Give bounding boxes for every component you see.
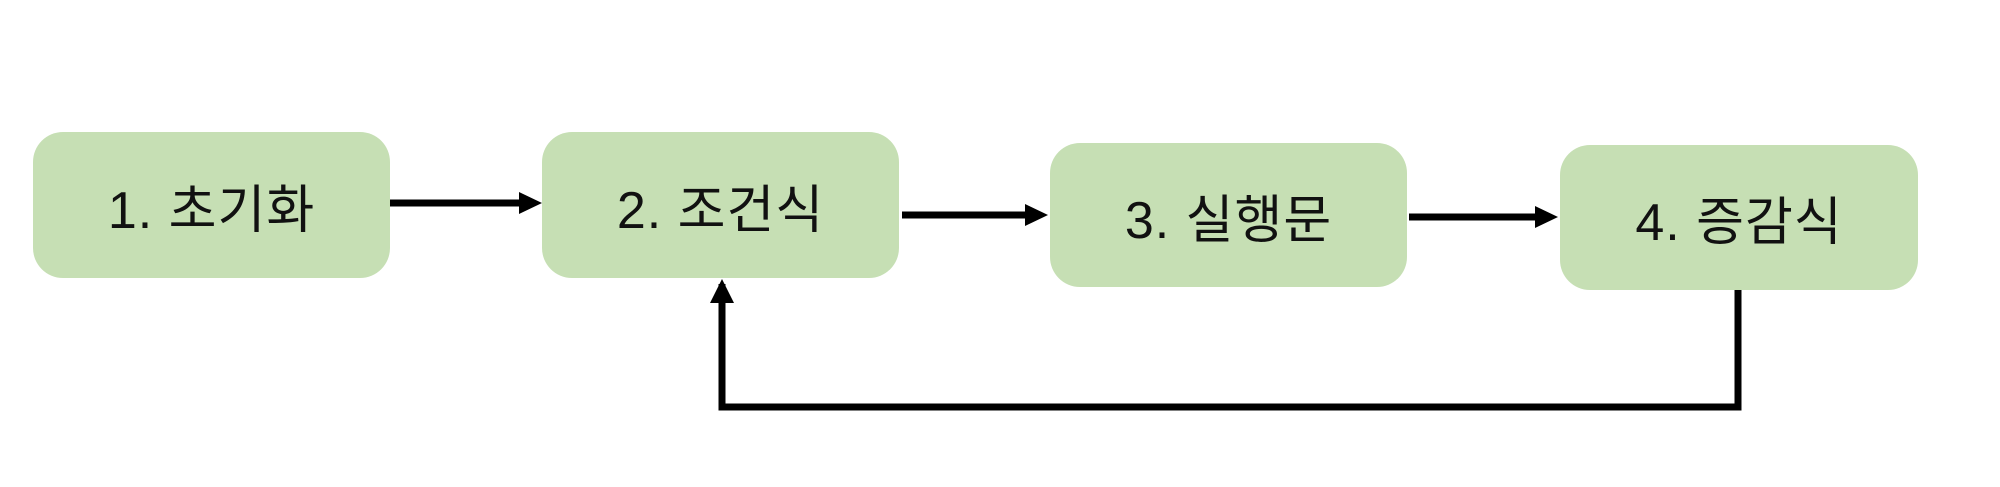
loopback-arrow-4-to-2-line — [718, 284, 1742, 411]
flow-node-initialization: 1. 초기화 — [33, 132, 390, 278]
flow-node-increment: 4. 증감식 — [1560, 145, 1918, 290]
flow-node-statement: 3. 실행문 — [1050, 143, 1407, 287]
flow-node-condition: 2. 조건식 — [542, 132, 899, 278]
arrow-1-to-2-head-icon — [519, 192, 542, 214]
arrow-3-to-4-head-icon — [1535, 206, 1558, 228]
loopback-arrow-4-to-2-head-icon — [710, 279, 734, 303]
arrow-2-to-3-head-icon — [1025, 204, 1048, 226]
